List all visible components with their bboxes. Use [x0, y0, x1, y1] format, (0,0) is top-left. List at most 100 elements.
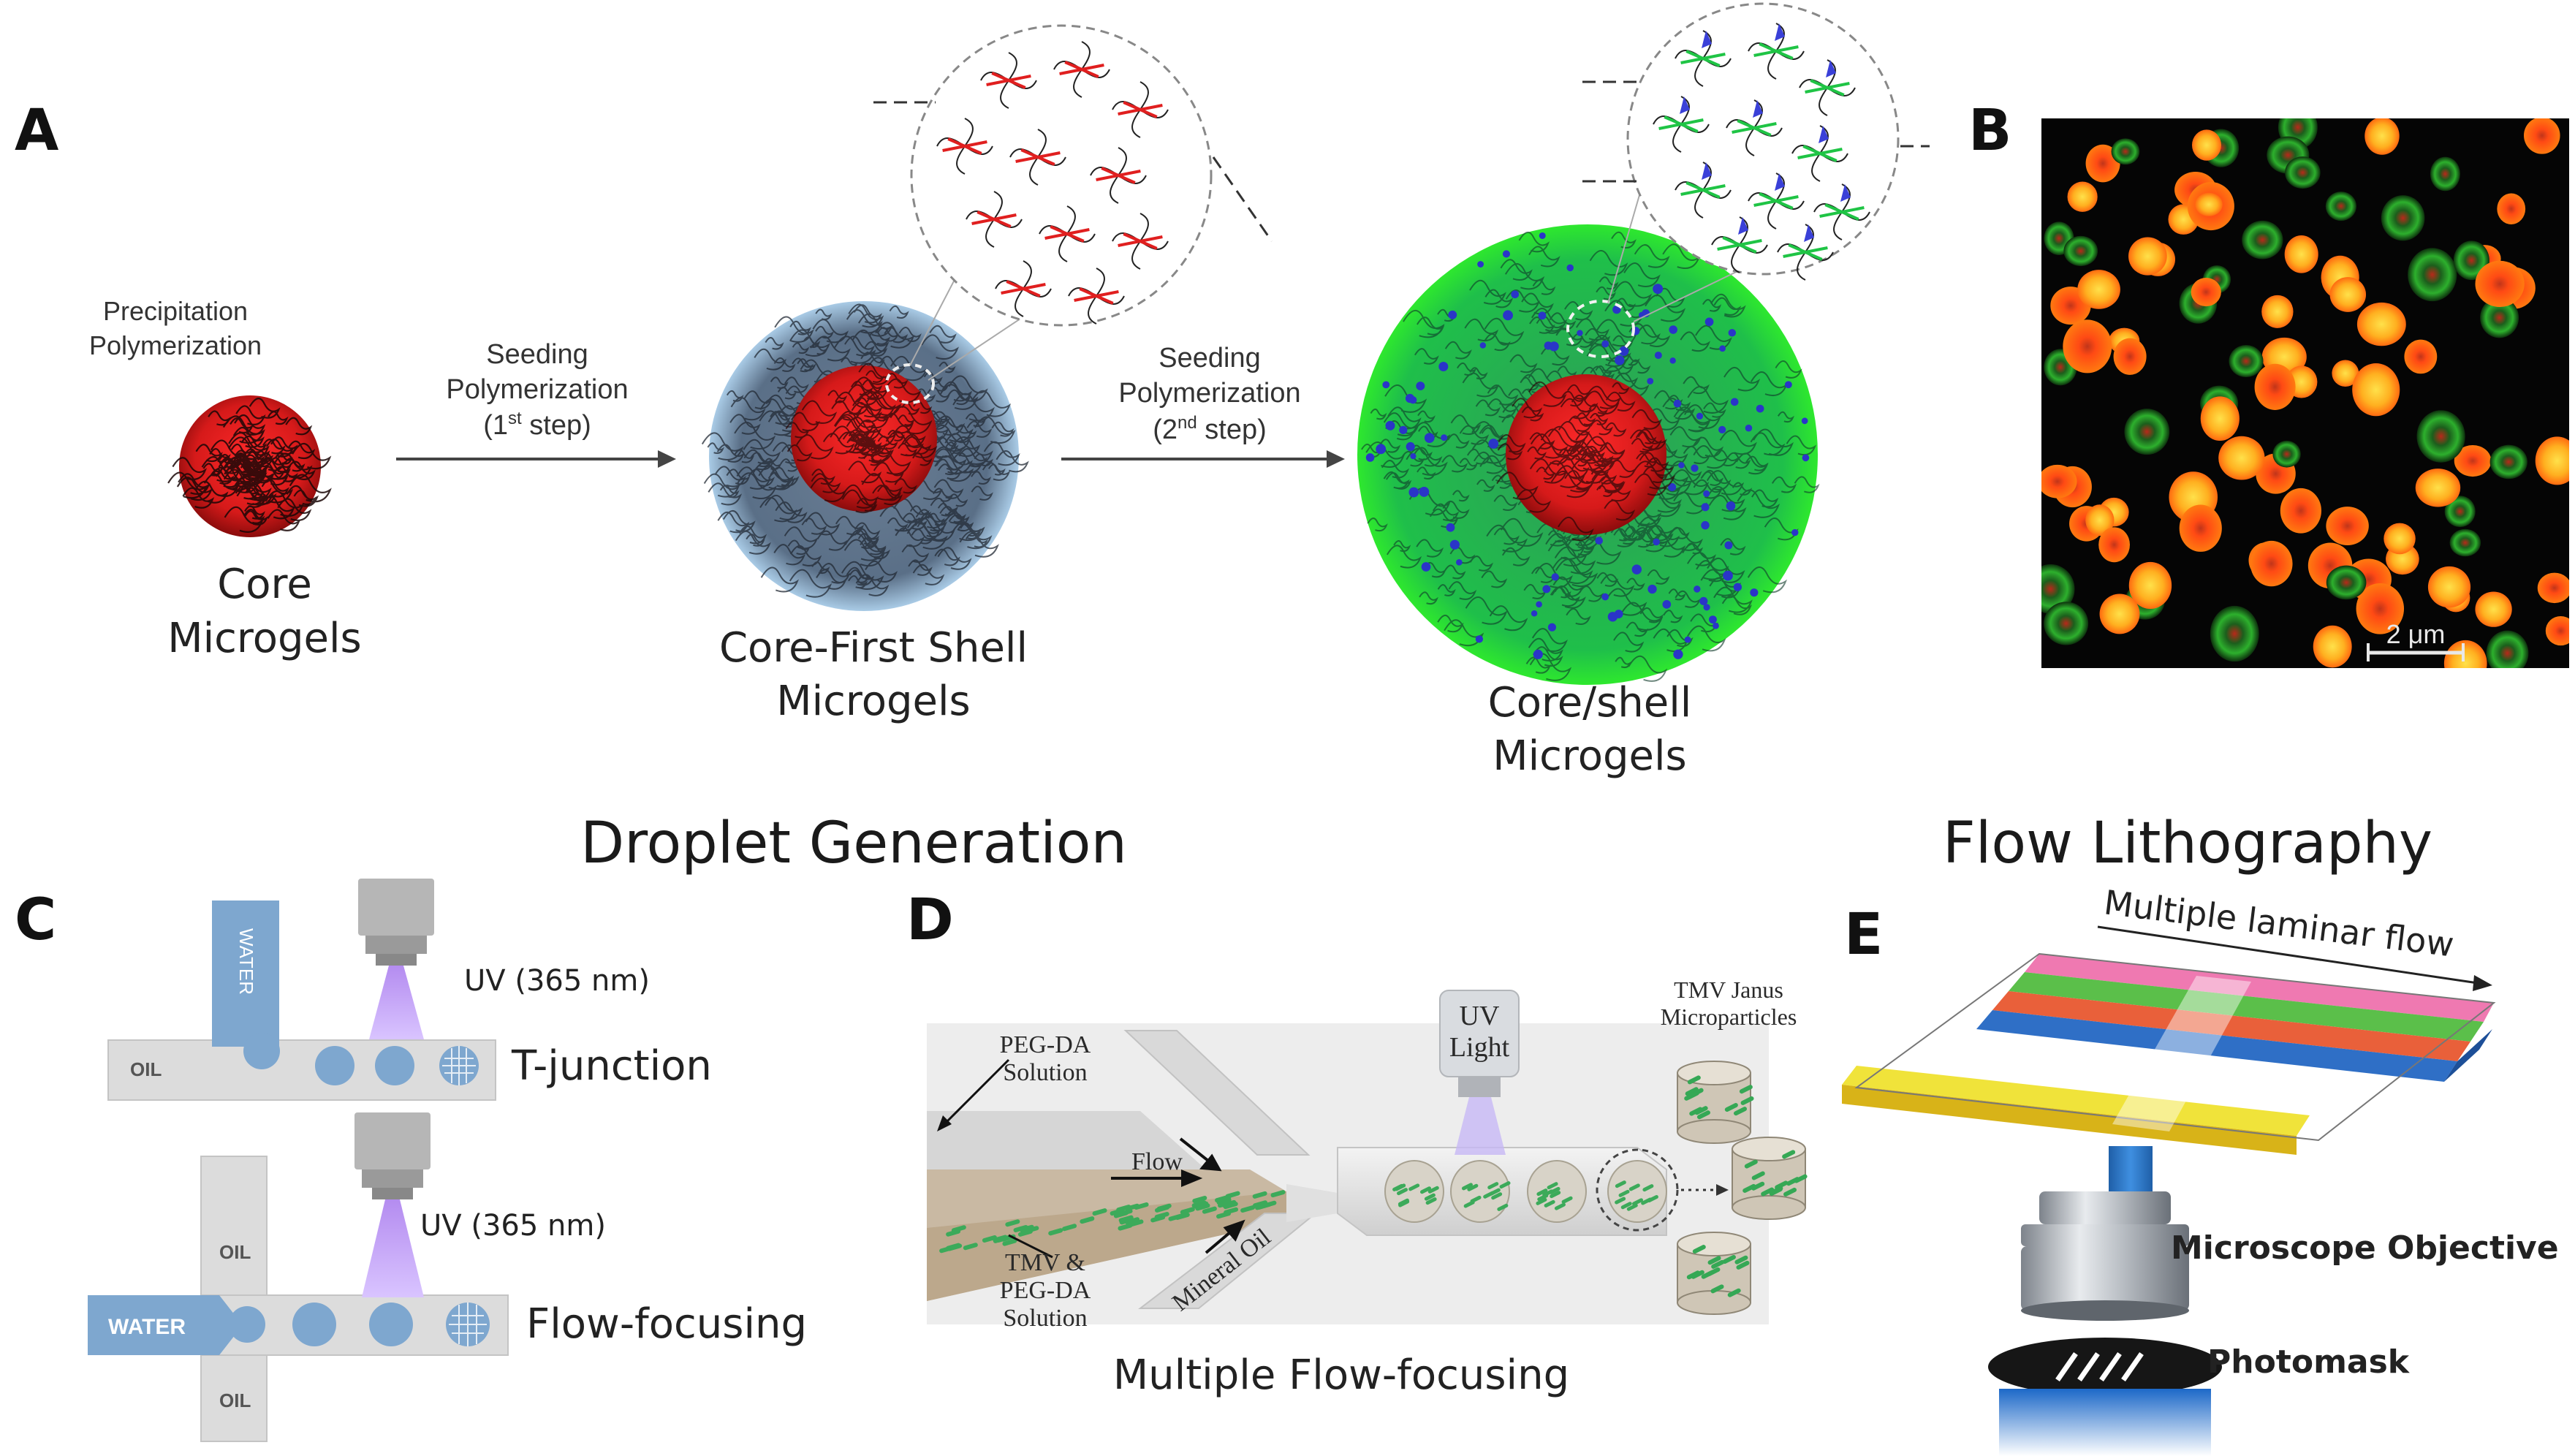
polymer-strand	[937, 437, 957, 451]
polymer-strand	[865, 370, 885, 383]
polymer-strand	[1498, 434, 1526, 453]
crosslink	[1001, 280, 1046, 297]
janus-particle-bottom	[1732, 1195, 1806, 1220]
polymer-strand	[830, 425, 871, 454]
shell-monomer	[1607, 612, 1618, 622]
polymer-strand	[1599, 479, 1631, 502]
tmv-rod	[1685, 1087, 1699, 1096]
polymer-strand	[1560, 398, 1592, 420]
polymer-strand	[1432, 503, 1460, 521]
shell-monomer	[1446, 523, 1455, 532]
tmv-rod	[951, 1225, 966, 1233]
polymer-strand	[1532, 646, 1563, 667]
flow-lithography-heading: Flow Lithography	[1943, 811, 2432, 876]
microgel-particle	[2085, 504, 2115, 536]
monomer-mark	[1775, 23, 1785, 41]
tmv-rod	[1742, 1183, 1756, 1193]
crosslink	[1819, 203, 1865, 221]
polymer-strand	[835, 391, 871, 415]
tmv-rod	[1191, 1200, 1207, 1208]
microgel-particle	[2449, 528, 2481, 557]
polymer-strand	[848, 384, 880, 406]
shell-monomer	[1542, 585, 1551, 594]
polymer-strand	[1518, 231, 1550, 253]
monomer-mark	[1702, 31, 1712, 48]
zoom-callout-1	[873, 24, 1273, 381]
microgel-particle	[2200, 396, 2240, 441]
tmv-rod	[1048, 1228, 1063, 1236]
tmv-rod	[1005, 1219, 1020, 1227]
polymer-strand	[1558, 516, 1594, 542]
tmv-rod	[1769, 1187, 1783, 1197]
tmv-rod	[1080, 1216, 1095, 1224]
polymer-strand	[1567, 537, 1595, 556]
microgel-particle	[2085, 144, 2120, 183]
tmv-rod	[1195, 1203, 1210, 1211]
polymer-strand	[862, 379, 883, 393]
polymer-strand	[926, 410, 949, 425]
tmv-rod	[1002, 1238, 1017, 1246]
polymer-strand	[1747, 566, 1787, 594]
polymer-strand	[763, 458, 782, 471]
polymer-strand	[1708, 495, 1747, 520]
polymer-strand	[947, 511, 965, 523]
microgel-particle	[2195, 192, 2223, 216]
polymer-strand	[1475, 399, 1501, 417]
tmv-rod	[1491, 1192, 1503, 1200]
polymer-strand	[176, 477, 213, 501]
polymer-strand	[996, 450, 1029, 473]
photomask-label: Photomask	[2207, 1343, 2411, 1381]
polymer-strand	[1662, 243, 1701, 270]
tmv-rod	[1118, 1223, 1133, 1231]
panel-label-b: B	[1968, 98, 2011, 164]
polymer-strand	[930, 424, 971, 452]
tmv-rod	[1707, 1256, 1721, 1265]
polymer-strand	[1528, 246, 1560, 268]
microgel-particle	[2128, 237, 2167, 276]
polymer-strand	[1552, 576, 1584, 597]
microgel-particle	[2254, 363, 2296, 410]
polymer-strand	[865, 560, 898, 583]
polymer-strand	[1464, 318, 1499, 342]
polymer-strand	[1670, 469, 1710, 496]
microgel-particle	[2272, 440, 2301, 468]
polymer-strand	[1442, 501, 1470, 519]
shell-monomer	[1551, 573, 1559, 581]
polymer-strand	[934, 455, 974, 482]
polymer-strand	[275, 452, 293, 465]
polymer-strand	[889, 305, 909, 319]
polymer-strand	[1489, 605, 1528, 632]
polymer-strand	[857, 498, 878, 512]
polymer-strand	[792, 342, 810, 354]
polymer-strand	[842, 484, 879, 509]
polymer-strand	[1751, 489, 1779, 508]
polymer-strand	[1690, 613, 1718, 633]
shell-monomer	[1724, 541, 1733, 550]
polymer-strand	[737, 472, 777, 500]
polymer-strand	[928, 411, 966, 436]
polymer-strand	[1441, 455, 1468, 473]
polymer-strand	[938, 361, 956, 374]
polymer-strand	[816, 569, 847, 590]
polymer-strand	[1794, 476, 1820, 493]
tmv-rod	[1240, 1205, 1256, 1213]
polymer-strand	[1554, 586, 1571, 599]
crosslink	[1096, 167, 1141, 184]
polymer-strand	[1466, 448, 1491, 465]
polymer-strand	[203, 473, 240, 497]
polymer-strand	[868, 330, 891, 345]
polymer-strand	[1529, 432, 1555, 450]
shell-monomer	[1399, 425, 1408, 435]
polymer-strand	[908, 559, 933, 576]
tmv-rod	[1687, 1075, 1701, 1085]
polymer-strand	[1412, 422, 1451, 447]
microgel-particle	[2242, 220, 2283, 259]
shell-monomer	[1479, 342, 1487, 349]
tmv-rod	[1536, 1188, 1548, 1197]
microgel-particle	[2326, 507, 2369, 546]
crosslink	[1753, 192, 1799, 210]
polymer-strand	[1719, 430, 1757, 455]
polymer-strand	[1417, 410, 1436, 423]
microgel-particle	[2329, 277, 2367, 312]
polymer-strand	[864, 341, 888, 357]
